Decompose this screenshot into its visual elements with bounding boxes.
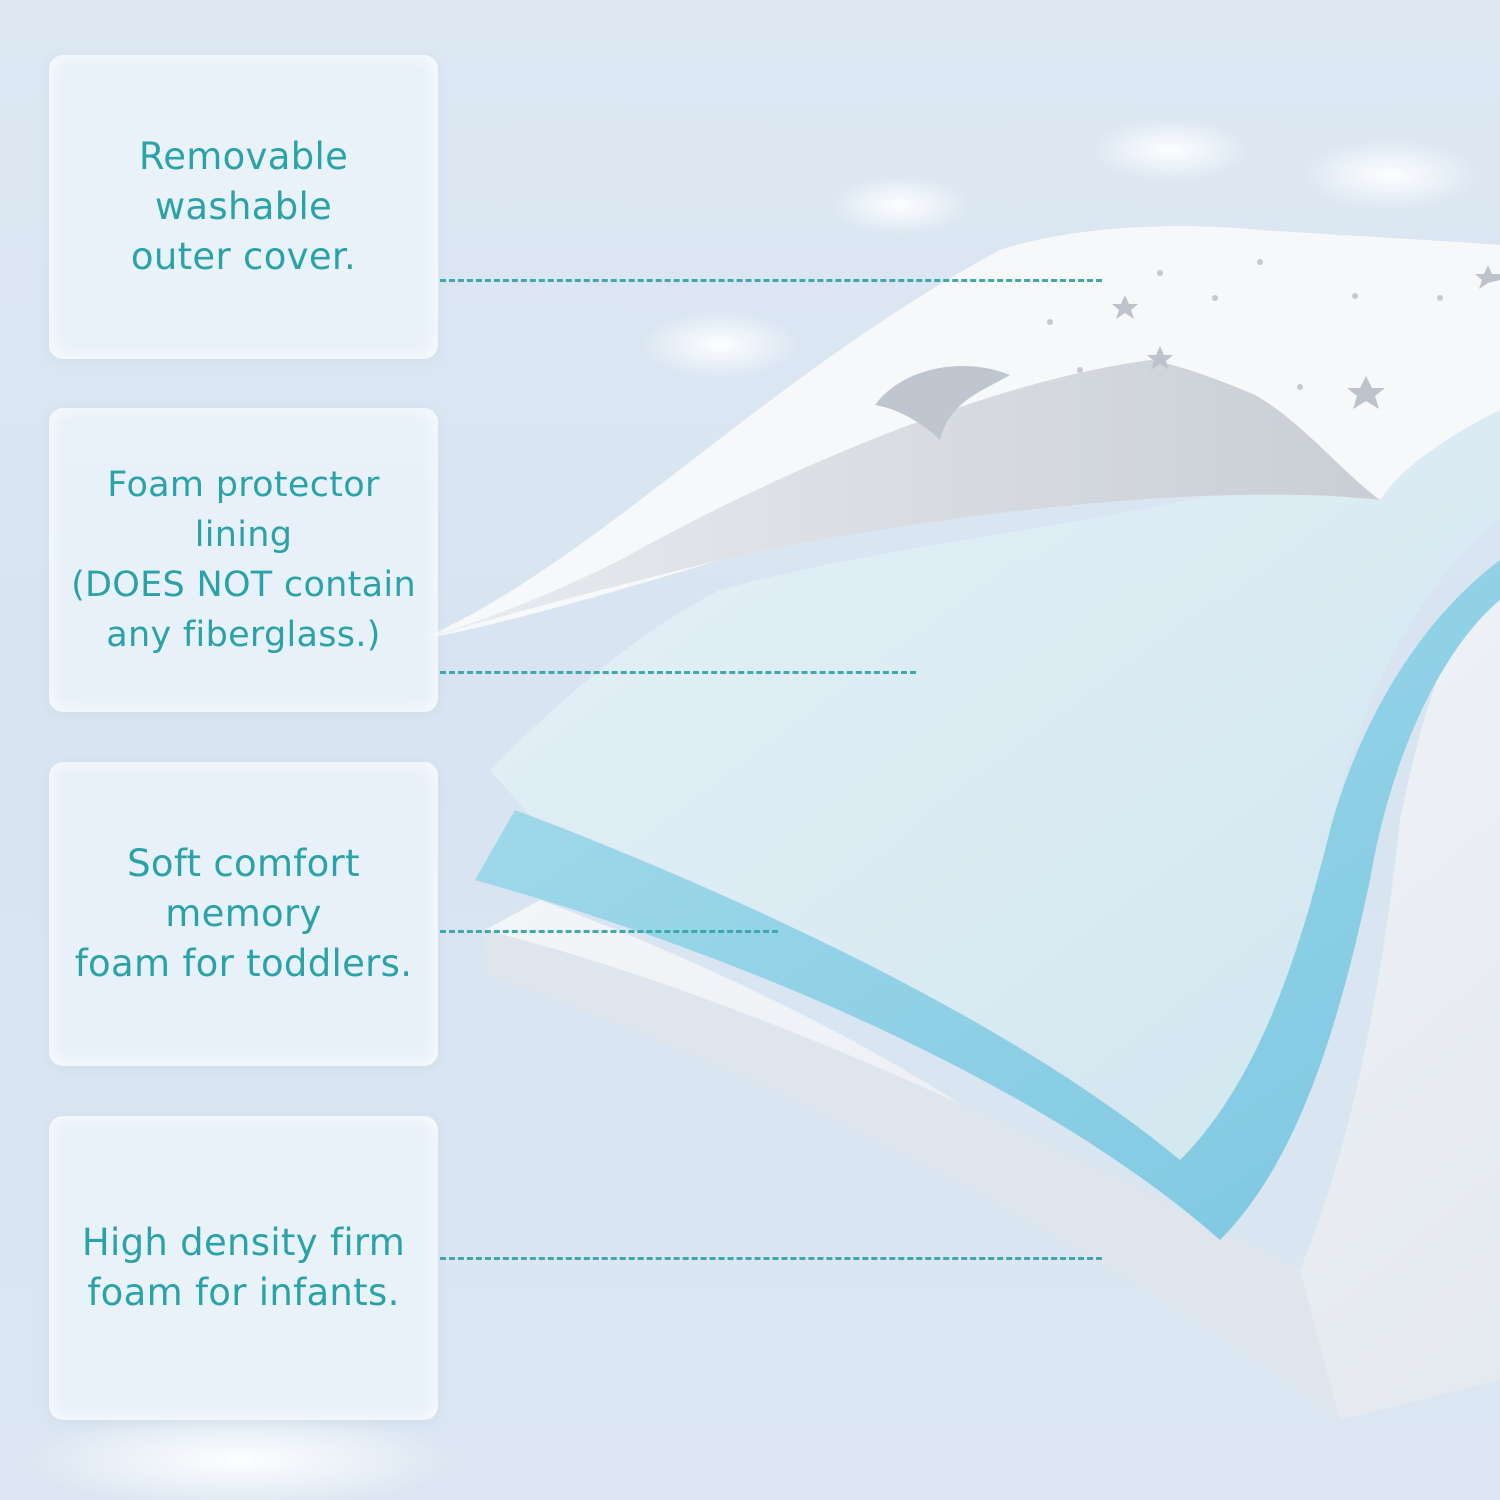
label-firm-foam: High density firm foam for infants. bbox=[81, 1221, 406, 1314]
cover-curl bbox=[420, 360, 1380, 640]
moon-icon bbox=[875, 366, 1010, 440]
label-card-firm-foam: High density firm foam for infants. bbox=[49, 1116, 438, 1420]
label-protector-lining: Foam protector lining (DOES NOT contain … bbox=[71, 465, 416, 655]
leader-line-outer-cover bbox=[440, 279, 1102, 282]
label-card-protector-lining: Foam protector lining (DOES NOT contain … bbox=[49, 408, 438, 712]
label-card-memory-foam: Soft comfort memory foam for toddlers. bbox=[49, 762, 438, 1066]
leader-line-firm-foam bbox=[440, 1257, 1102, 1260]
leader-line-protector-lining bbox=[440, 671, 916, 674]
label-card-outer-cover: Removable washable outer cover. bbox=[49, 55, 438, 359]
label-outer-cover: Removable washable outer cover. bbox=[130, 135, 357, 278]
protector-lining-layer bbox=[490, 410, 1500, 1160]
leader-line-memory-foam bbox=[440, 930, 778, 933]
star-icon bbox=[1112, 265, 1500, 409]
label-memory-foam: Soft comfort memory foam for toddlers. bbox=[74, 842, 413, 985]
memory-foam-layer bbox=[475, 560, 1500, 1240]
cloud-icon bbox=[20, 118, 1480, 1500]
firm-foam-layer bbox=[485, 560, 1500, 1420]
